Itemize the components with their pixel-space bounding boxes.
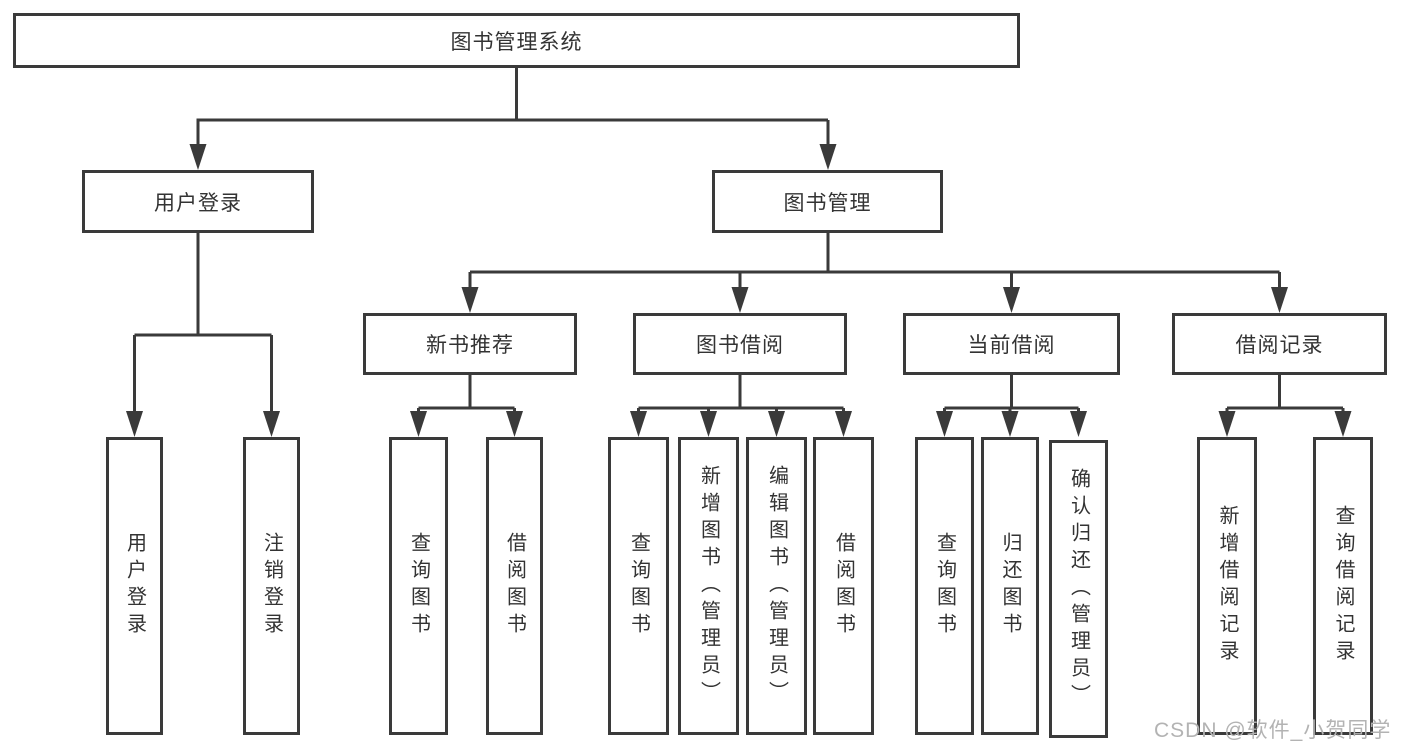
node-borrow-records: 借阅记录	[1172, 313, 1387, 375]
leaf-label: 用户登录	[123, 532, 146, 640]
node-book-management: 图书管理	[712, 170, 943, 233]
connector-root-to-level2	[196, 68, 830, 150]
node-leaf-query-books-rec: 查询图书	[389, 437, 448, 735]
leaf-label: 编辑图书（管理员）	[765, 464, 788, 708]
connector-book-borrow-branch	[637, 375, 845, 417]
node-leaf-return-book: 归还图书	[981, 437, 1039, 735]
leaf-label: 归还图书	[999, 532, 1021, 640]
connector-current-borrow-branch	[943, 375, 1080, 417]
connector-book-mgmt-to-level3	[468, 233, 1281, 293]
node-leaf-add-book-admin: 新增图书（管理员）	[678, 437, 739, 735]
node-book-borrowing: 图书借阅	[633, 313, 847, 375]
node-leaf-query-books-current: 查询图书	[915, 437, 974, 735]
csdn-watermark: CSDN @软件_小贺同学	[1154, 719, 1392, 742]
connector-borrow-records-branch	[1225, 375, 1345, 417]
node-current-borrowing: 当前借阅	[903, 313, 1120, 375]
leaf-label: 确认归还（管理员）	[1067, 467, 1090, 711]
node-new-book-recommend: 新书推荐	[363, 313, 577, 375]
leaf-label: 查询图书	[933, 532, 956, 640]
leaf-label: 查询图书	[407, 532, 430, 640]
node-library-system: 图书管理系统	[13, 13, 1020, 68]
node-leaf-logout: 注销登录	[243, 437, 300, 735]
leaf-label: 借阅图书	[503, 532, 526, 640]
leaf-label: 查询借阅记录	[1332, 505, 1354, 667]
node-leaf-confirm-return-admin: 确认归还（管理员）	[1049, 440, 1108, 738]
node-leaf-user-login: 用户登录	[106, 437, 163, 735]
node-leaf-edit-book-admin: 编辑图书（管理员）	[746, 437, 807, 735]
connector-new-book-branch	[417, 375, 516, 417]
connector-user-login-branch	[133, 233, 273, 417]
node-leaf-add-borrow-record: 新增借阅记录	[1197, 437, 1257, 735]
node-leaf-query-borrow-record: 查询借阅记录	[1313, 437, 1373, 735]
leaf-label: 查询图书	[627, 532, 650, 640]
leaf-label: 注销登录	[260, 532, 283, 640]
leaf-label: 借阅图书	[832, 532, 855, 640]
node-user-login: 用户登录	[82, 170, 314, 233]
node-leaf-borrow-books: 借阅图书	[813, 437, 874, 735]
node-leaf-query-books-borrow: 查询图书	[608, 437, 669, 735]
node-leaf-borrow-books-rec: 借阅图书	[486, 437, 543, 735]
leaf-label: 新增图书（管理员）	[697, 464, 720, 708]
leaf-label: 新增借阅记录	[1216, 505, 1238, 667]
